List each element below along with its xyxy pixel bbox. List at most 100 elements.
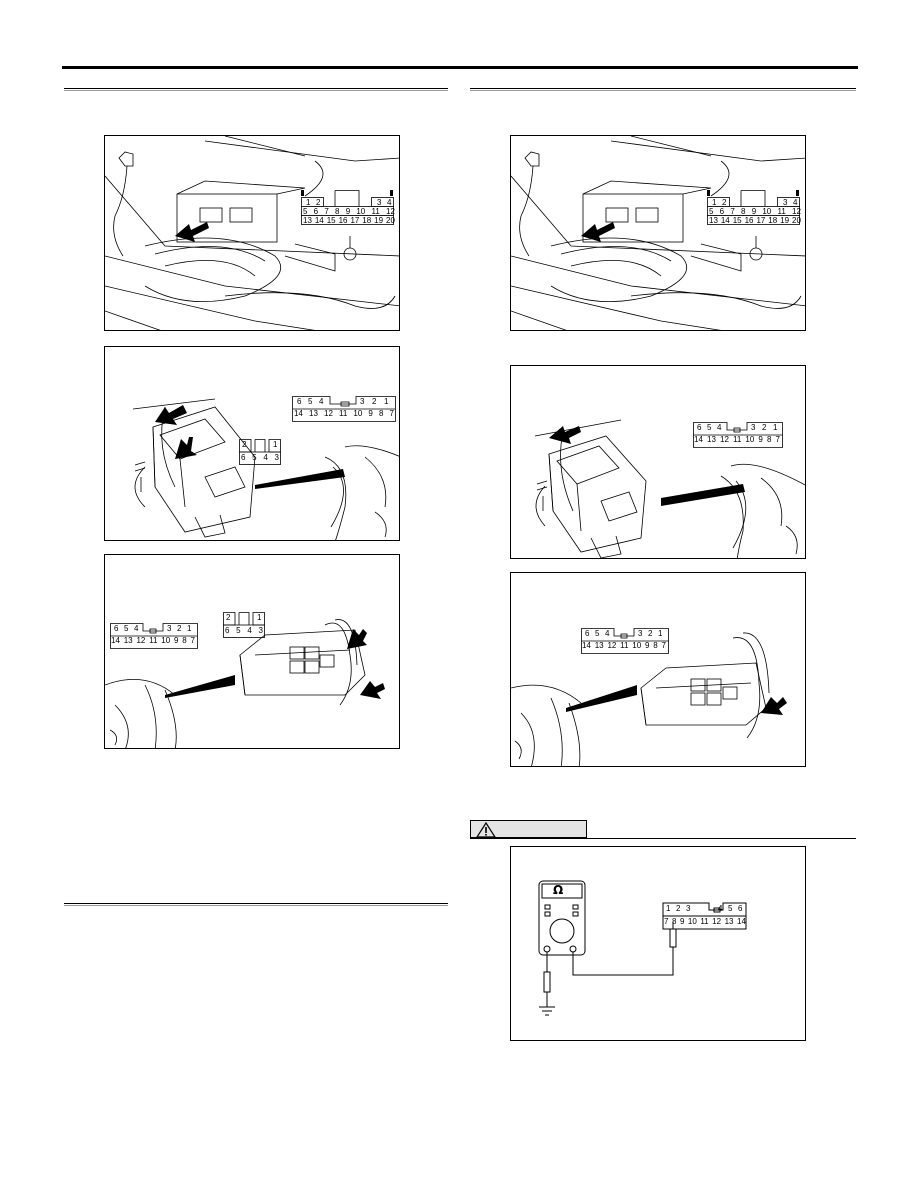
pin-label: 14 [111, 636, 120, 645]
pin-label: 3 [638, 629, 643, 638]
connector-6pin-diagram [239, 439, 281, 465]
connector-6pin-diagram [223, 612, 265, 638]
page-header-rule [62, 66, 858, 69]
pointer-wedge [566, 685, 637, 712]
pin-label: 2 [316, 198, 321, 207]
pin-label: 11 [339, 409, 348, 418]
right-section-rule [470, 88, 856, 89]
pin-label: 4 [718, 904, 723, 913]
arrow-icon [581, 222, 615, 242]
pin-label: 12 [136, 636, 146, 645]
pin-label: 14 [314, 216, 324, 225]
pin-label: 4 [134, 624, 139, 633]
pin-label: 1 [773, 423, 778, 432]
pin-label: 11 [777, 207, 786, 216]
relay14-pin-labels-bottom: 14 13 12 11 10 9 8 7 [294, 409, 394, 418]
left-lower-section-rule [64, 903, 448, 904]
pin-label: 6 [225, 626, 230, 635]
relay14-rear-right-pin-labels-bottom: 14 13 12 11 10 9 8 7 [582, 641, 666, 650]
pin-label: 1 [187, 624, 192, 633]
pin-label: 8 [378, 409, 384, 418]
pin-label: 1 [658, 629, 663, 638]
pin-label: 8 [741, 207, 746, 216]
relay14-right-pin-labels-bottom: 14 13 12 11 10 9 8 7 [694, 435, 780, 444]
pin-label: 6 [241, 453, 246, 462]
pin-label: 10 [687, 917, 697, 926]
pin-label: 17 [350, 216, 360, 225]
pin-label: 12 [607, 641, 617, 650]
pin-label: 7 [389, 409, 394, 418]
pin-label: 2 [226, 613, 231, 622]
caution-underline [470, 838, 856, 839]
pin-label: 18 [362, 216, 372, 225]
pin-label: 1 [306, 198, 311, 207]
ohm-symbol: Ω [553, 883, 564, 897]
pin-label: 6 [738, 904, 743, 913]
pin-label: 11 [620, 641, 629, 650]
pin-label: 9 [758, 435, 763, 444]
figure-relay-block-rear-left: 6 5 4 3 2 1 14 13 12 11 10 9 8 7 2 1 6 5… [104, 554, 400, 749]
figure-relay-block-left: 6 5 4 3 2 1 14 13 12 11 10 9 8 7 2 1 6 5… [104, 346, 400, 541]
pin-label: 10 [353, 409, 363, 418]
ecu-pin-labels-bottom: 13 14 15 16 17 18 19 20 [709, 216, 801, 225]
pin-label: 13 [309, 409, 318, 418]
pin-label: 10 [762, 207, 772, 216]
left-section-rule [64, 88, 448, 89]
arrow-icon [549, 426, 581, 444]
pin-label: 20 [386, 216, 395, 225]
pointer-wedge [661, 484, 745, 506]
relay6-rear-pin-labels-bottom: 6 5 4 3 [225, 626, 263, 635]
figure-multimeter-test: Ω 1 2 3 4 5 6 7 8 9 10 11 12 13 14 [510, 846, 806, 1041]
pin-label: 1 [712, 198, 717, 207]
pin-label: 1 [384, 397, 389, 406]
pin-label: 15 [732, 216, 742, 225]
pointer-wedge [165, 675, 235, 698]
connector-14pin-diagram [292, 396, 396, 422]
pin-label: 8 [766, 435, 772, 444]
connector-14pin-diagram [581, 628, 669, 654]
meter-connector-pin-labels-bottom: 7 8 9 10 11 12 13 14 [664, 917, 746, 926]
pin-label: 7 [730, 207, 735, 216]
pin-label: 12 [386, 207, 395, 216]
arrow-icon [175, 437, 197, 459]
pin-label: 3 [377, 198, 382, 207]
pin-label: 6 [114, 624, 119, 633]
pin-label: 12 [712, 917, 722, 926]
pin-label: 10 [745, 435, 755, 444]
arrow-icon [360, 681, 385, 699]
pin-label: 3 [751, 423, 756, 432]
pin-label: 13 [709, 216, 718, 225]
pin-label: 7 [324, 207, 329, 216]
pin-label: 3 [167, 624, 172, 633]
connector-14pin-diagram [110, 623, 198, 649]
pin-label: 11 [733, 435, 742, 444]
figure-relay-block-right: 6 5 4 3 2 1 14 13 12 11 10 9 8 7 [510, 365, 806, 559]
pin-label: 5 [236, 626, 241, 635]
arrow-icon [761, 697, 787, 715]
pin-label: 14 [737, 917, 746, 926]
pin-label: 10 [356, 207, 366, 216]
pin-label: 13 [594, 641, 604, 650]
figure-relay-block-rear-right: 6 5 4 3 2 1 14 13 12 11 10 9 8 7 [510, 572, 806, 767]
arrow-icon [155, 405, 187, 425]
pin-label: 14 [694, 435, 703, 444]
pointer-wedge [255, 469, 345, 489]
pin-label: 3 [258, 626, 263, 635]
connector-20pin-diagram [301, 190, 394, 225]
arrow-icon [175, 222, 209, 242]
pin-label: 17 [756, 216, 766, 225]
pin-label: 3 [783, 198, 788, 207]
pin-label: 7 [661, 641, 666, 650]
pin-label: 2 [648, 629, 653, 638]
pin-label: 15 [326, 216, 336, 225]
pin-label: 20 [792, 216, 801, 225]
pin-label: 13 [707, 435, 716, 444]
pin-label: 16 [338, 216, 348, 225]
pin-label: 7 [664, 917, 669, 926]
left-section-rule-shade [64, 90, 448, 91]
ecu-pin-labels-middle: 5 6 7 8 9 10 11 12 [303, 207, 395, 216]
pin-label: 4 [319, 397, 324, 406]
pin-label: 2 [372, 397, 377, 406]
pin-label: 4 [605, 629, 610, 638]
relay6-pin-labels-bottom: 6 5 4 3 [241, 453, 279, 462]
